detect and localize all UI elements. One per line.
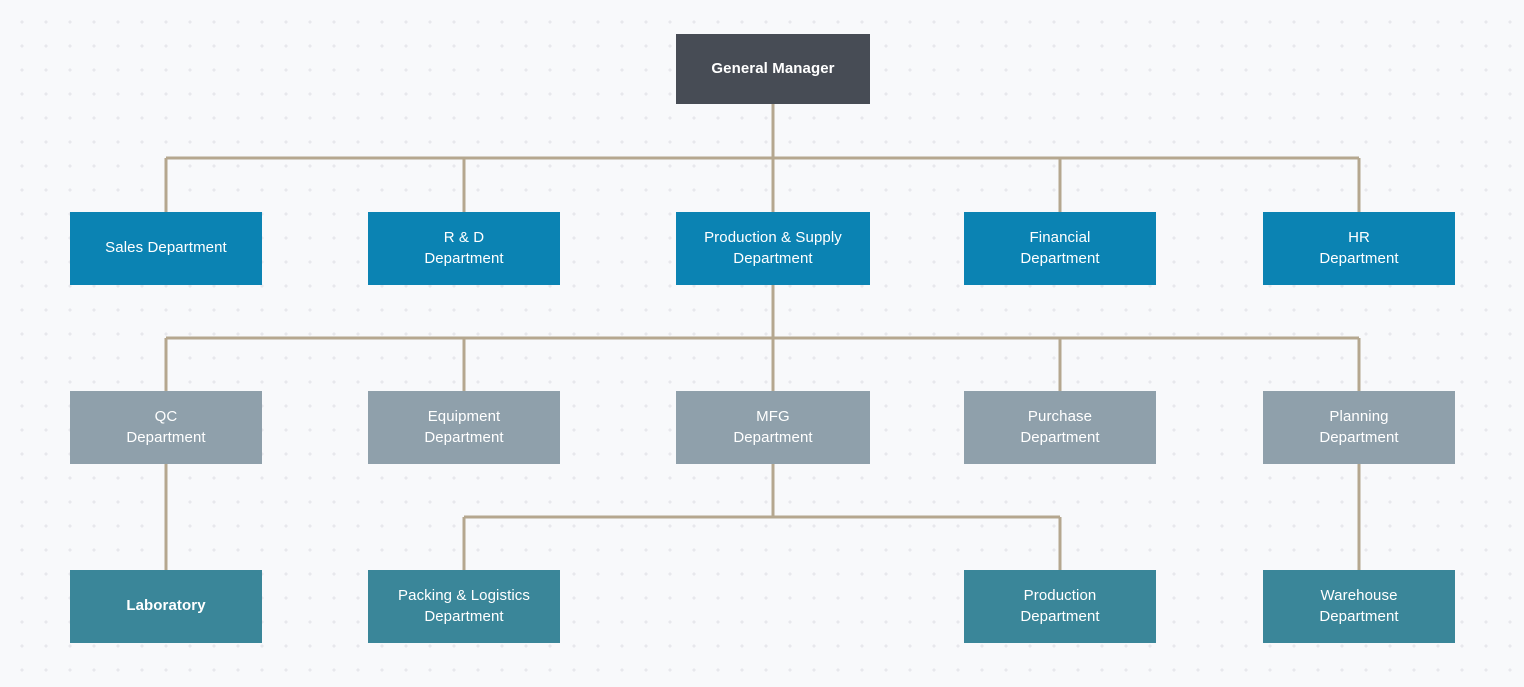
org-node-warehouse[interactable]: Warehouse Department xyxy=(1263,570,1455,643)
org-node-qc[interactable]: QC Department xyxy=(70,391,262,464)
org-node-mfg[interactable]: MFG Department xyxy=(676,391,870,464)
org-node-purchase[interactable]: Purchase Department xyxy=(964,391,1156,464)
org-node-rnd[interactable]: R & D Department xyxy=(368,212,560,285)
org-node-prodsup[interactable]: Production & Supply Department xyxy=(676,212,870,285)
org-node-equipment[interactable]: Equipment Department xyxy=(368,391,560,464)
org-node-financial[interactable]: Financial Department xyxy=(964,212,1156,285)
org-node-lab[interactable]: Laboratory xyxy=(70,570,262,643)
org-node-sales[interactable]: Sales Department xyxy=(70,212,262,285)
org-node-gm[interactable]: General Manager xyxy=(676,34,870,104)
org-node-packing[interactable]: Packing & Logistics Department xyxy=(368,570,560,643)
org-node-prodept[interactable]: Production Department xyxy=(964,570,1156,643)
org-node-hr[interactable]: HR Department xyxy=(1263,212,1455,285)
org-node-planning[interactable]: Planning Department xyxy=(1263,391,1455,464)
